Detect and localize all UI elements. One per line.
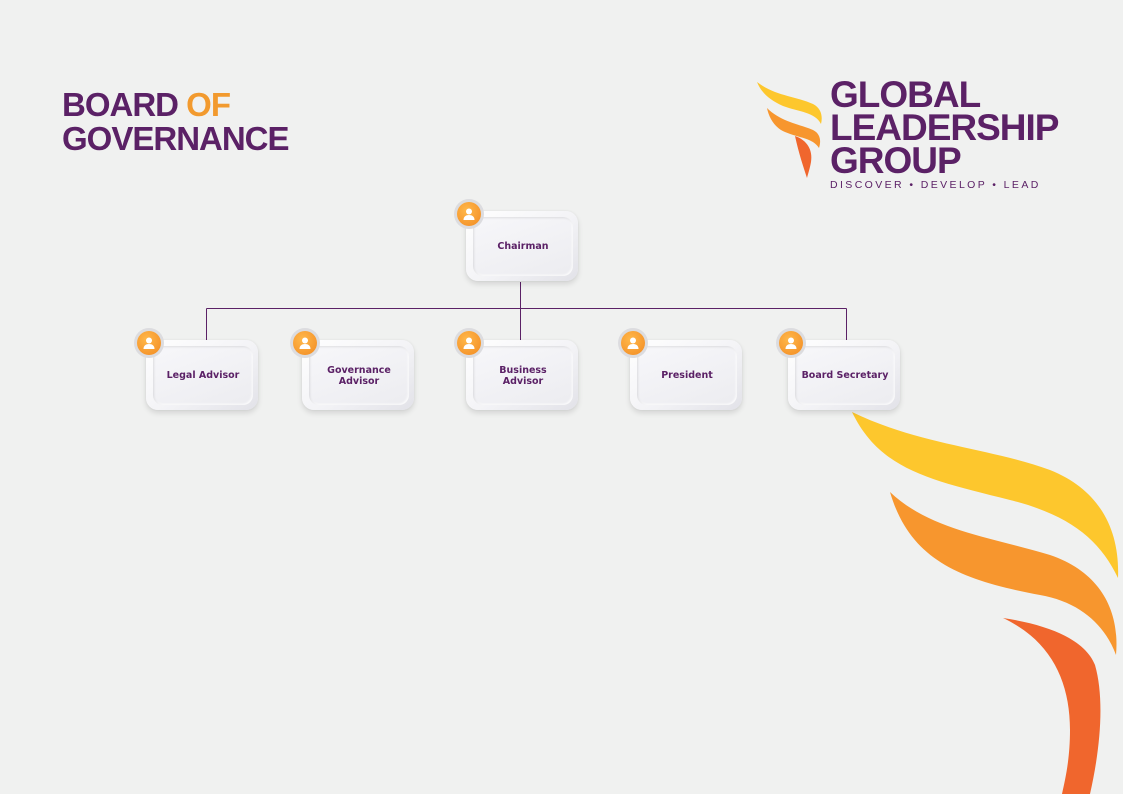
org-node-governance-advisor: Governance Advisor: [290, 328, 414, 410]
person-icon: [299, 337, 311, 349]
person-icon: [143, 337, 155, 349]
node-label: Chairman: [497, 241, 549, 252]
page-title: BOARD OF GOVERNANCE: [62, 86, 290, 157]
person-icon: [785, 337, 797, 349]
person-icon: [463, 337, 475, 349]
title-board: BOARD: [62, 86, 179, 123]
node-badge: [454, 199, 484, 229]
org-node-business-advisor: Business Advisor: [454, 328, 578, 410]
node-label: Legal Advisor: [166, 370, 240, 381]
logo-tagline: DISCOVER • DEVELOP • LEAD: [830, 179, 1041, 191]
node-badge: [290, 328, 320, 358]
org-node-president: President: [618, 328, 742, 410]
node-label: President: [661, 370, 713, 381]
logo-wordmark: GLOBAL LEADERSHIP GROUP: [830, 74, 1059, 181]
person-icon: [463, 208, 475, 220]
node-label: Governance Advisor: [327, 364, 391, 387]
org-node-board-secretary: Board Secretary: [776, 328, 900, 410]
node-label: Business Advisor: [499, 364, 547, 387]
org-node-chairman: Chairman: [454, 199, 578, 281]
node-badge: [454, 328, 484, 358]
node-badge: [618, 328, 648, 358]
node-badge: [134, 328, 164, 358]
title-of: OF: [186, 86, 231, 123]
node-badge: [776, 328, 806, 358]
logo-flame-icon: [757, 82, 822, 178]
logo-line-group: GROUP: [830, 140, 962, 181]
node-label: Board Secretary: [801, 370, 889, 381]
logo-line-global: GLOBAL: [830, 74, 981, 115]
org-node-legal-advisor: Legal Advisor: [134, 328, 258, 410]
logo-line-leadership: LEADERSHIP: [830, 107, 1059, 148]
person-icon: [627, 337, 639, 349]
title-governance: GOVERNANCE: [62, 120, 290, 157]
